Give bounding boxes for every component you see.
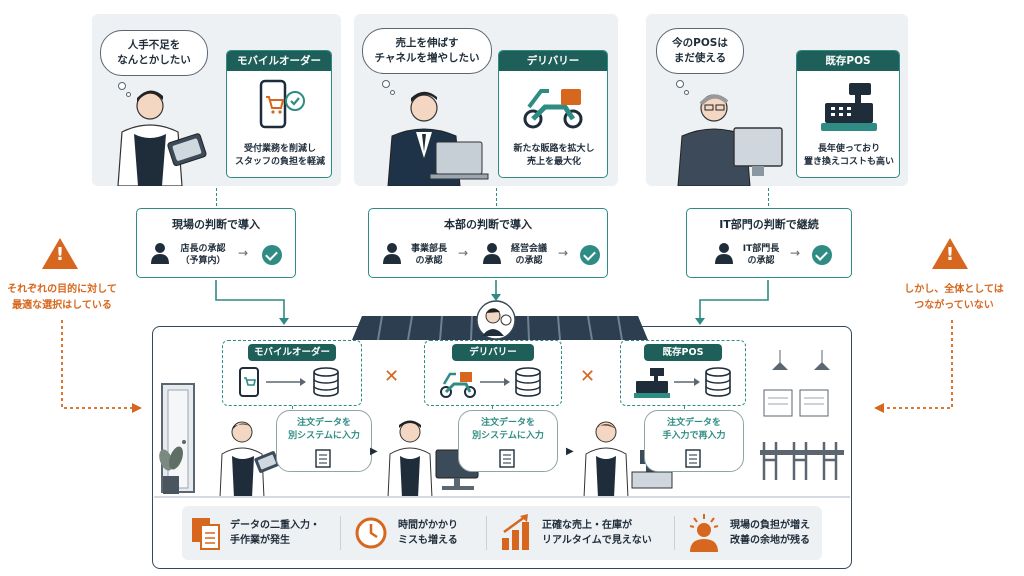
arrow-right-icon: ▶	[370, 446, 378, 457]
thought-bubble: 人手不足を なんとかしたい	[100, 30, 208, 76]
system-card-description: 受付業務を削減し スタッフの負担を軽減	[234, 144, 325, 167]
system-card-description: 長年使っており 置き換えコストも高い	[803, 144, 894, 167]
check-icon	[580, 245, 600, 265]
decision-title: 本部の判断で導入	[444, 218, 532, 231]
connector	[216, 188, 217, 206]
bubble-dot	[390, 90, 395, 95]
bubble-dot	[676, 80, 684, 88]
system-card-title: モバイルオーダー	[227, 51, 331, 71]
disconnected-x-icon: ✕	[384, 366, 400, 387]
pos-to-database-icon	[634, 367, 731, 398]
approval-step: 店長の承認 （予算内）	[180, 244, 226, 266]
executive-laptop-illustration	[387, 91, 489, 186]
arrow-right-icon: →	[558, 246, 569, 260]
person-icon	[715, 243, 733, 264]
stressed-person-icon	[689, 514, 719, 552]
system-label: 既存POS	[644, 344, 722, 361]
document-copy-icon	[192, 518, 220, 550]
right-note: しかし、全体としては つながっていない	[904, 284, 1004, 311]
issue-text: 現場の負担が増え 改善の余地が残る	[730, 520, 810, 546]
checklist-icon	[499, 449, 515, 468]
decision-box-it: IT部門の判断で継続	[686, 208, 852, 278]
person-icon	[151, 243, 169, 264]
bubble-dot	[126, 92, 131, 97]
person-icon	[383, 243, 401, 264]
note-text: 注文データを 手入力で再入力	[662, 418, 726, 441]
decision-box-store: 現場の判断で導入	[136, 208, 296, 278]
warning-icon	[42, 238, 78, 269]
bubble-dot	[118, 82, 126, 90]
person-icon	[483, 243, 501, 264]
approval-step: 事業部長 の承認	[410, 244, 447, 266]
system-card-description: 新たな販路を拡大し 売上を最大化	[513, 144, 595, 167]
dining-area-illustration	[760, 350, 844, 480]
left-dotted-arrow	[61, 320, 142, 413]
bubble-dot	[382, 80, 390, 88]
arrow-right-icon: →	[238, 246, 249, 260]
scooter-to-database-icon	[440, 367, 541, 398]
smartphone-cart-icon	[259, 79, 305, 129]
note-bubble: 注文データを 別システムに入力	[458, 410, 558, 472]
warning-icon-mark: !	[55, 244, 65, 265]
cash-register-icon	[821, 83, 877, 131]
mobile-to-database-icon	[239, 367, 339, 397]
connector	[496, 188, 497, 206]
issues-bar: データの二重入力・ 手作業が発生 時間がかかり ミスも増える 正確な売上・在庫が…	[182, 506, 822, 560]
plant-illustration	[159, 446, 183, 494]
check-icon	[262, 245, 282, 265]
issue-text: データの二重入力・ 手作業が発生	[230, 520, 320, 546]
floor-line	[154, 496, 850, 498]
checklist-icon	[685, 449, 701, 468]
note-text: 注文データを 別システムに入力	[288, 418, 360, 441]
approval-step: IT部門長 の承認	[742, 244, 780, 266]
issue-text: 正確な売上・在庫が リアルタイムで見えない	[542, 520, 652, 546]
divider	[674, 516, 675, 550]
approval-step: 経営会議 の承認	[510, 244, 547, 266]
divider	[340, 516, 341, 550]
right-dotted-arrow	[874, 320, 953, 413]
disconnected-x-icon: ✕	[580, 366, 596, 387]
staff-with-tablet-illustration	[219, 421, 280, 498]
system-card-delivery: デリバリー 新たな販路を拡大し 売上を最大化	[498, 50, 608, 178]
arrow-right-icon: →	[790, 246, 801, 260]
staff-avatar-icon	[476, 300, 516, 340]
warning-icon-mark: !	[945, 244, 955, 265]
flow-connectors	[215, 280, 769, 325]
it-manager-illustration	[677, 94, 783, 186]
system-card-title: デリバリー	[499, 51, 607, 71]
system-label: モバイルオーダー	[248, 344, 336, 361]
connector	[768, 188, 769, 206]
system-label: デリバリー	[452, 344, 534, 361]
issue-text: 時間がかかり ミスも増える	[398, 520, 458, 546]
store-manager-illustration	[117, 90, 207, 186]
clock-icon	[355, 517, 387, 549]
system-card-mobile-order: モバイルオーダー 受付業務を削減し スタッフの負担を軽減	[226, 50, 332, 178]
note-text: 注文データを 別システムに入力	[472, 418, 544, 441]
warning-icon	[932, 238, 968, 269]
scooter-icon	[523, 89, 583, 129]
thought-bubble: 売上を伸ばす チャネルを増やしたい	[362, 28, 492, 74]
checklist-icon	[315, 449, 331, 468]
bubble-dot	[684, 90, 689, 95]
bar-chart-icon	[502, 514, 529, 550]
left-note: それぞれの目的に対して 最適な選択はしている	[7, 284, 117, 311]
system-card-legacy-pos: 既存POS 長年使っており 置き換えコストも高い	[796, 50, 900, 178]
decision-title: IT部門の判断で継続	[719, 218, 819, 231]
decision-box-headquarters: 本部の判断で導入	[368, 208, 608, 278]
thought-bubble: 今のPOSは まだ使える	[656, 28, 744, 74]
decision-title: 現場の判断で導入	[172, 218, 260, 231]
check-icon	[812, 245, 832, 265]
arrow-right-icon: →	[458, 246, 469, 260]
arrow-right-icon: ▶	[566, 446, 574, 457]
divider	[486, 516, 487, 550]
system-card-title: 既存POS	[797, 51, 899, 71]
